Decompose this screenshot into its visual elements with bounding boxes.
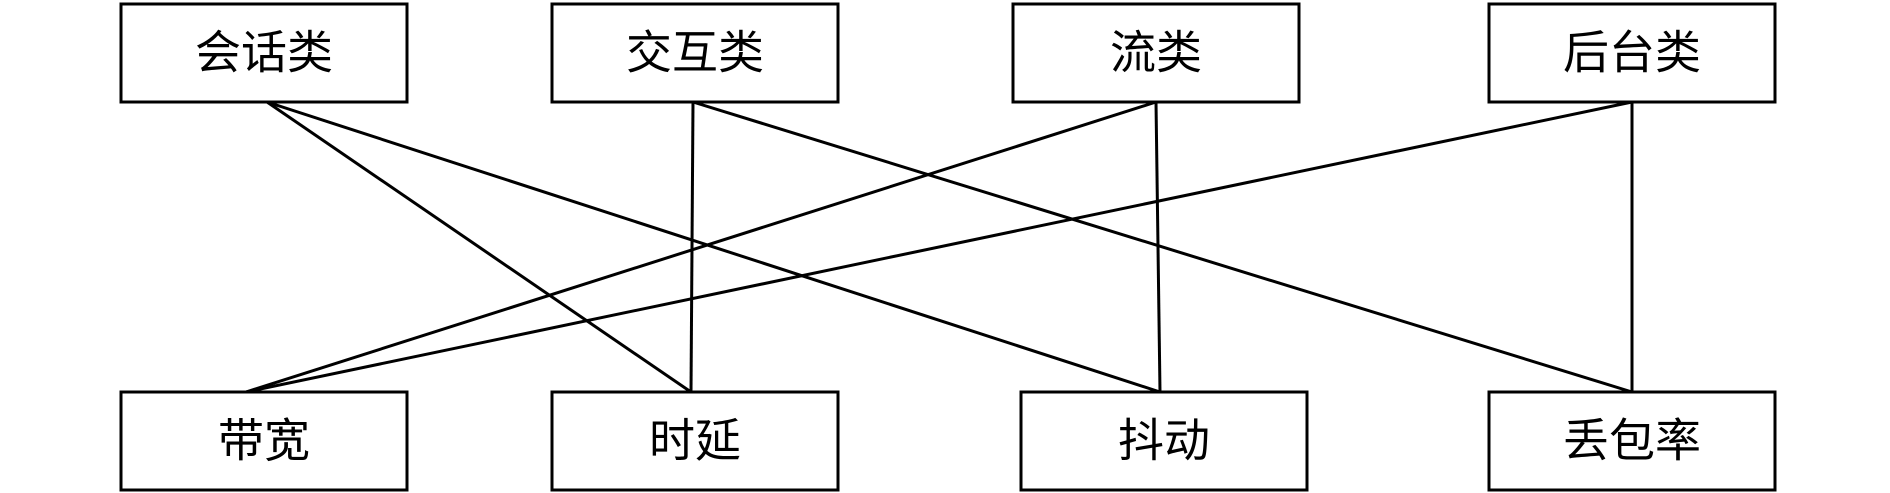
top-node-interactive-label: 交互类 — [626, 26, 764, 80]
edge-session-to-delay — [266, 100, 692, 394]
edges-layer — [245, 100, 1634, 394]
edge-interactive-to-delay — [689, 101, 695, 393]
top-node-streaming: 流类 — [1011, 2, 1301, 104]
bottom-node-bandwidth: 带宽 — [119, 390, 409, 492]
top-node-streaming-label: 流类 — [1110, 26, 1202, 80]
top-node-interactive: 交互类 — [550, 2, 840, 104]
edge-streaming-to-jitter — [1154, 101, 1162, 393]
bottom-node-delay-label: 时延 — [649, 414, 741, 468]
bottom-node-jitter-label: 抖动 — [1118, 414, 1210, 468]
bottom-node-bandwidth-label: 带宽 — [218, 414, 310, 468]
top-node-session-label: 会话类 — [195, 26, 333, 80]
top-node-session: 会话类 — [119, 2, 409, 104]
top-node-background: 后台类 — [1487, 2, 1777, 104]
bottom-node-loss-label: 丢包率 — [1563, 414, 1701, 468]
edge-background-to-bandwidth — [245, 100, 1633, 394]
edge-session-to-jitter — [266, 100, 1161, 394]
edge-streaming-to-bandwidth — [245, 100, 1157, 394]
bottom-node-delay: 时延 — [550, 390, 840, 492]
edge-interactive-to-loss — [692, 100, 1633, 394]
bottom-node-loss: 丢包率 — [1487, 390, 1777, 492]
bottom-node-jitter: 抖动 — [1019, 390, 1309, 492]
top-node-background-label: 后台类 — [1563, 26, 1701, 80]
